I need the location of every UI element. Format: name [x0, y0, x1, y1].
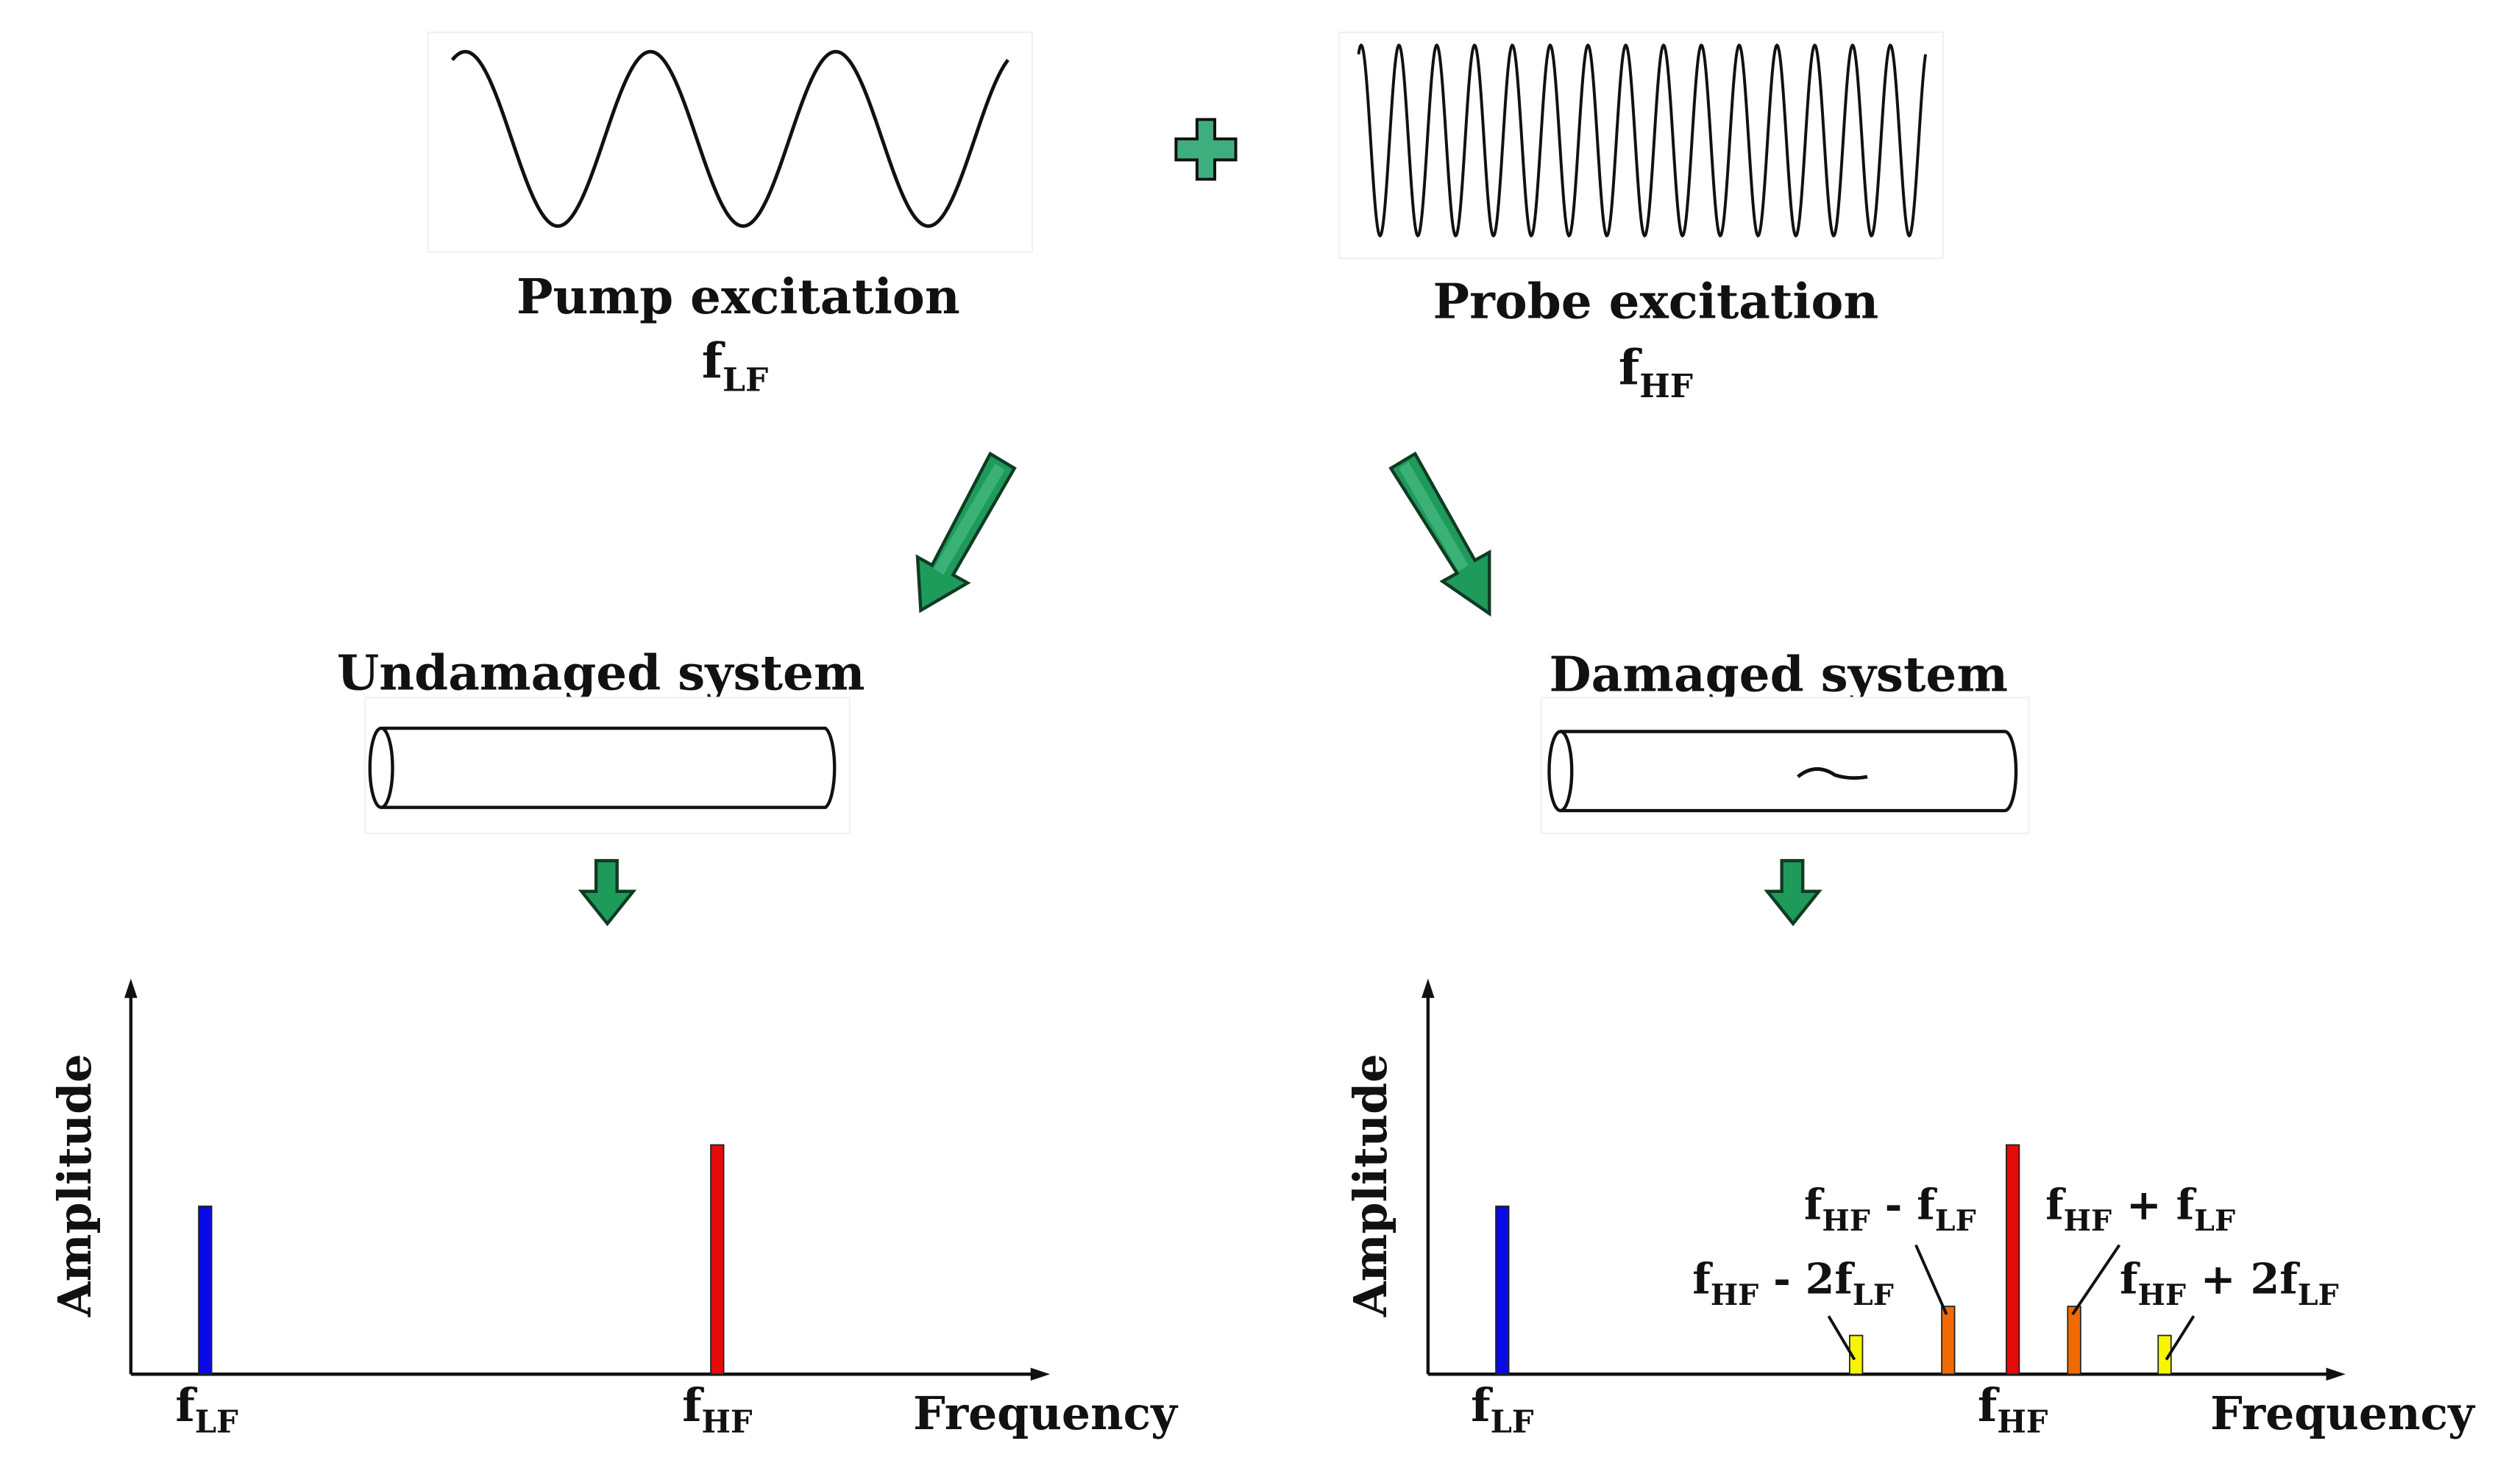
pump-excitation-title: Pump excitation — [517, 268, 960, 325]
down-arrow-left-icon — [578, 858, 637, 927]
spectrum-undamaged: Amplitude Frequency fLF fHF — [49, 978, 1179, 1440]
label-hf-minus-lf: fHF - fLF — [1804, 1181, 1976, 1238]
probe-frequency-label: fHF — [1619, 338, 1693, 405]
y-axis-label: Amplitude — [49, 1054, 102, 1318]
x-axis-label: Frequency — [913, 1387, 1179, 1440]
x-axis-arrowhead — [2326, 1367, 2346, 1381]
arrow-to-damaged-icon — [1388, 451, 1491, 617]
label-hf-plus-2lf: fHF + 2fLF — [2120, 1254, 2339, 1311]
probe-excitation-panel: Probe excitation fHF — [1338, 31, 1945, 405]
tick-label-hf: fHF — [682, 1379, 753, 1439]
y-axis-label: Amplitude — [1344, 1054, 1397, 1318]
second-upper-sideband-bar — [2157, 1334, 2172, 1375]
tick-label-lf: fLF — [1471, 1379, 1534, 1439]
second-lower-sideband-bar — [1848, 1334, 1864, 1375]
plus-icon — [1174, 118, 1238, 181]
leader-hf-minus-2lf — [1827, 1315, 1856, 1361]
undamaged-cylinder-icon — [368, 726, 837, 809]
leader-hf-plus-lf — [2071, 1244, 2121, 1316]
undamaged-system-title: Undamaged system — [337, 644, 865, 701]
down-arrow-right-icon — [1764, 858, 1822, 927]
first-lower-sideband-bar — [1941, 1306, 1956, 1375]
hf-peak-bar — [710, 1144, 725, 1375]
y-axis-arrowhead — [124, 978, 138, 998]
damaged-system-title: Damaged system — [1549, 646, 2008, 703]
leader-hf-plus-2lf — [2165, 1315, 2196, 1361]
undamaged-system-panel: Undamaged system — [337, 644, 865, 834]
first-upper-sideband-bar — [2067, 1306, 2081, 1375]
pump-sine-wave — [450, 49, 1009, 228]
label-hf-minus-2lf: fHF - 2fLF — [1692, 1254, 1893, 1311]
y-axis-arrowhead — [1422, 978, 1435, 998]
x-axis-label: Frequency — [2210, 1387, 2476, 1440]
probe-excitation-title: Probe excitation — [1433, 272, 1879, 330]
spectrum-damaged: Amplitude Frequency fLF fHF fHF - fLF fH… — [1344, 978, 2476, 1440]
pump-frequency-label: fLF — [702, 332, 768, 399]
lf-peak-bar — [1495, 1206, 1510, 1375]
lf-peak-bar — [198, 1206, 213, 1375]
hf-peak-bar — [2005, 1144, 2020, 1375]
arrow-to-undamaged-icon — [915, 451, 1017, 613]
x-axis-arrowhead — [1030, 1367, 1051, 1381]
tick-label-hf: fHF — [1978, 1379, 2048, 1439]
tick-label-lf: fLF — [175, 1379, 238, 1439]
crack-icon — [1797, 767, 1868, 780]
label-hf-plus-lf: fHF + fLF — [2045, 1181, 2235, 1238]
probe-sine-wave — [1357, 43, 1928, 238]
pump-excitation-panel: Pump excitation fLF — [427, 31, 1034, 399]
damaged-system-panel: Damaged system — [1540, 646, 2030, 834]
damaged-cylinder-icon — [1547, 730, 2018, 813]
leader-hf-minus-lf — [1914, 1244, 1948, 1315]
